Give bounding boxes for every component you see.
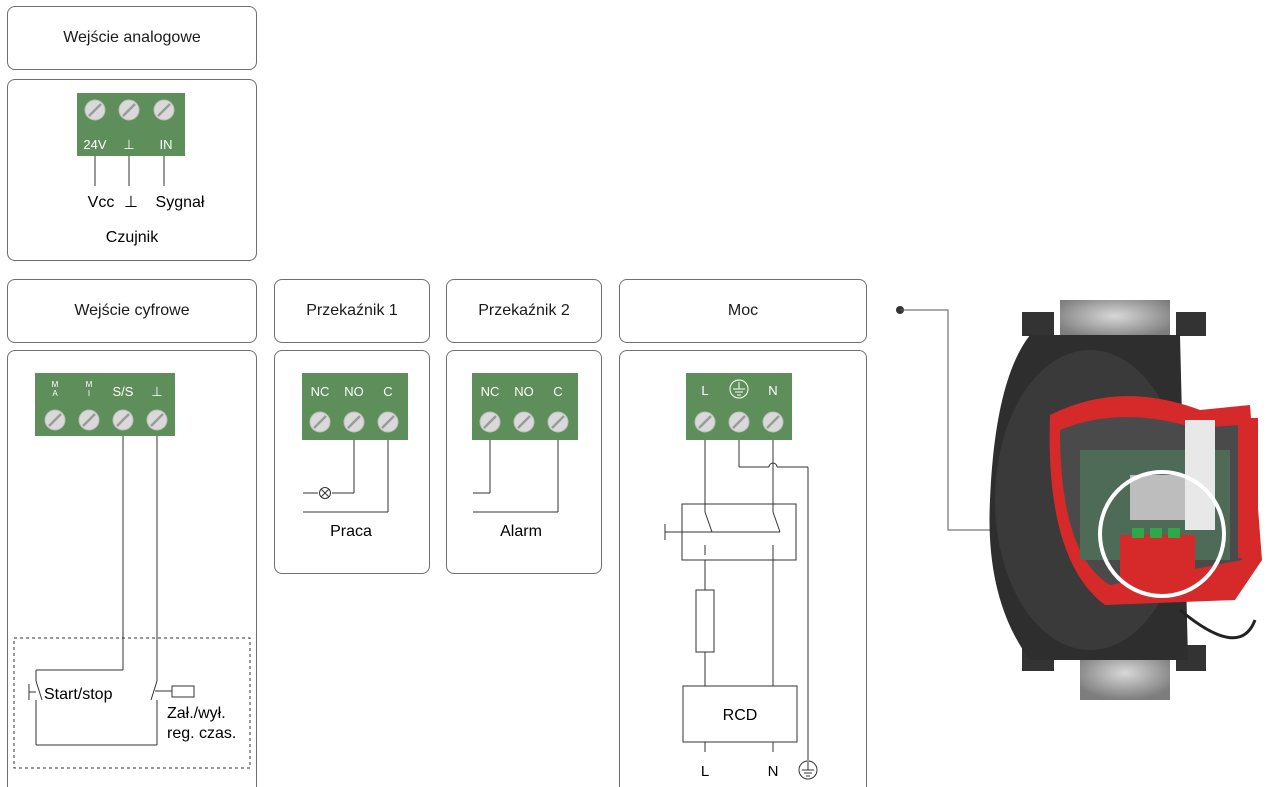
- terminal-label-bottom: A: [52, 389, 58, 398]
- analog-terminal-block: 24V ⊥ IN: [77, 93, 185, 156]
- timer-label-line1: Zał./wył.: [167, 705, 226, 722]
- terminal-label: ⊥: [123, 137, 134, 152]
- lamp-icon: [319, 487, 331, 499]
- digital-input-title: Wejście cyfrowe: [74, 302, 190, 319]
- power-wires: [664, 440, 809, 760]
- relay2-terminal-block: NC NO C: [472, 373, 578, 440]
- terminal-label: IN: [160, 137, 173, 152]
- terminal-label-top: M: [52, 380, 59, 389]
- terminal-label-bottom: I: [88, 389, 90, 398]
- screw-icon: [478, 410, 502, 434]
- screw-icon: [43, 408, 67, 432]
- screw-icon: [83, 98, 107, 122]
- screw-icon: [145, 408, 169, 432]
- supply-label-l: L: [701, 763, 709, 780]
- screw-icon: [117, 98, 141, 122]
- timer-label-line2: reg. czas.: [167, 725, 236, 742]
- relay2-title: Przekaźnik 2: [478, 302, 570, 319]
- ground-icon: [729, 379, 749, 399]
- pump-image: [989, 300, 1262, 700]
- terminal-label: NC: [311, 384, 330, 399]
- terminal-label: ⊥: [151, 384, 162, 399]
- supply-label-n: N: [768, 763, 779, 780]
- screw-icon: [761, 410, 785, 434]
- relay2-header: Przekaźnik 2: [446, 279, 602, 343]
- screw-icon: [376, 410, 400, 434]
- terminal-label: L: [701, 383, 708, 398]
- power-header: Moc: [619, 279, 867, 343]
- relay1-terminal-block: NC NO C: [302, 373, 408, 440]
- screw-icon: [693, 410, 717, 434]
- terminal-label: C: [383, 384, 392, 399]
- terminal-label: S/S: [113, 384, 134, 399]
- screw-icon: [111, 408, 135, 432]
- terminal-label: NC: [481, 384, 500, 399]
- terminal-label: N: [768, 383, 777, 398]
- relay1-wires: [303, 440, 389, 513]
- relay2-caption: Alarm: [500, 523, 542, 540]
- terminal-label-top: M: [86, 380, 93, 389]
- terminal-label: C: [553, 384, 562, 399]
- screw-icon: [342, 410, 366, 434]
- earth-icon: [798, 760, 818, 780]
- digital-terminal-block: M A M I S/S ⊥: [35, 373, 175, 436]
- relay1-title: Przekaźnik 1: [306, 302, 398, 319]
- screw-icon: [546, 410, 570, 434]
- power-terminal-block: L N: [686, 373, 792, 440]
- relay1-header: Przekaźnik 1: [274, 279, 430, 343]
- screw-icon: [727, 410, 751, 434]
- terminal-label: NO: [514, 384, 534, 399]
- screw-icon: [512, 410, 536, 434]
- wire-label-ground: ⊥: [124, 194, 138, 211]
- screw-icon: [308, 410, 332, 434]
- power-title: Moc: [727, 302, 759, 319]
- terminal-label: NO: [344, 384, 364, 399]
- analog-input-title: Wejście analogowe: [63, 29, 201, 46]
- rcd-label: RCD: [723, 707, 758, 724]
- screw-icon: [77, 408, 101, 432]
- terminal-label: 24V: [83, 137, 106, 152]
- start-stop-label: Start/stop: [44, 686, 113, 703]
- relay2-wires: [473, 440, 559, 513]
- sensor-label: Czujnik: [106, 229, 159, 246]
- analog-input-header: Wejście analogowe: [7, 6, 257, 70]
- relay1-caption: Praca: [330, 523, 372, 540]
- external-devices-frame: [13, 637, 251, 769]
- wire-label-signal: Sygnał: [156, 194, 205, 211]
- screw-icon: [152, 98, 176, 122]
- analog-wires: [94, 156, 165, 186]
- digital-input-header: Wejście cyfrowe: [7, 279, 257, 343]
- wire-label-vcc: Vcc: [88, 194, 115, 211]
- digital-wires: [28, 436, 195, 746]
